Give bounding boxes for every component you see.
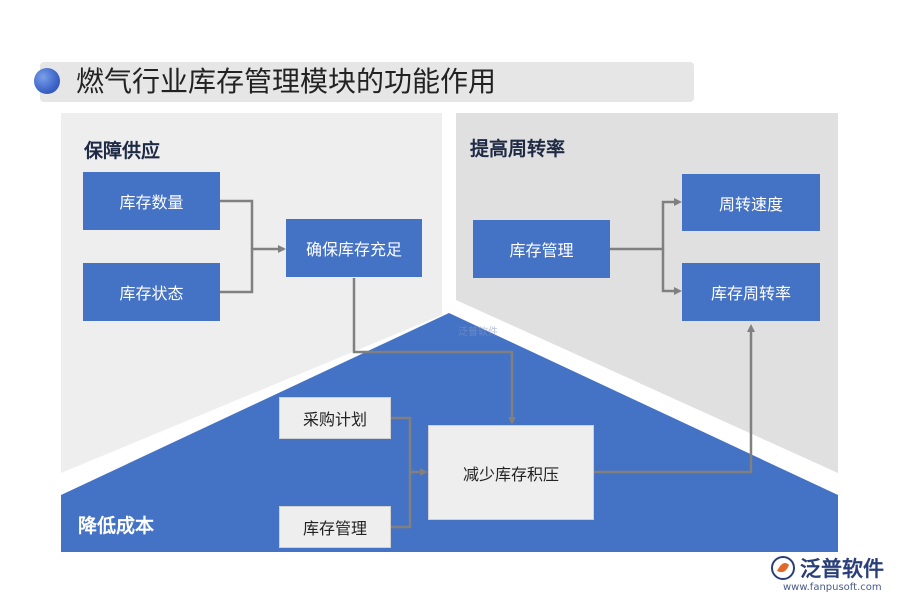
connector-ensure-to-reduce: [352, 278, 514, 421]
node-stock-status: 库存状态: [83, 263, 220, 321]
arrow-to-speed: [674, 198, 682, 206]
brand-url: www.fanpusoft.com: [783, 582, 882, 593]
connectors-left: [220, 199, 284, 294]
brand-logo: 泛普软件: [770, 553, 884, 583]
arrow-to-turnover-rate: [747, 324, 755, 332]
node-stock-management-bottom: 库存管理: [279, 506, 391, 548]
node-purchase-plan: 采购计划: [279, 397, 391, 439]
brand-logo-icon: [771, 556, 795, 580]
panel-label-turnover: 提高周转率: [470, 138, 566, 160]
arrow-to-rate: [674, 287, 682, 295]
arrow-to-reduce: [508, 417, 516, 425]
connectors-bottom: [391, 330, 753, 529]
node-ensure-sufficient: 确保库存充足: [286, 219, 422, 277]
node-turnover-rate: 库存周转率: [682, 263, 820, 321]
node-stock-quantity: 库存数量: [83, 172, 220, 230]
center-watermark: 泛普软件: [458, 327, 498, 338]
arrow-to-reduce-left: [420, 468, 428, 476]
node-stock-management-top: 库存管理: [473, 220, 610, 278]
title-bullet-icon: [34, 68, 60, 94]
page-title: 燃气行业库存管理模块的功能作用: [76, 65, 497, 98]
panel-label-supply: 保障供应: [84, 140, 161, 162]
arrow-to-ensure: [278, 245, 286, 253]
node-reduce-backlog: 减少库存积压: [428, 425, 594, 520]
connectors-right: [610, 200, 678, 293]
title-bar: [40, 62, 694, 102]
brand-logo-text: 泛普软件: [800, 557, 884, 581]
panel-label-cost: 降低成本: [78, 515, 155, 537]
node-turnover-speed: 周转速度: [682, 174, 820, 231]
